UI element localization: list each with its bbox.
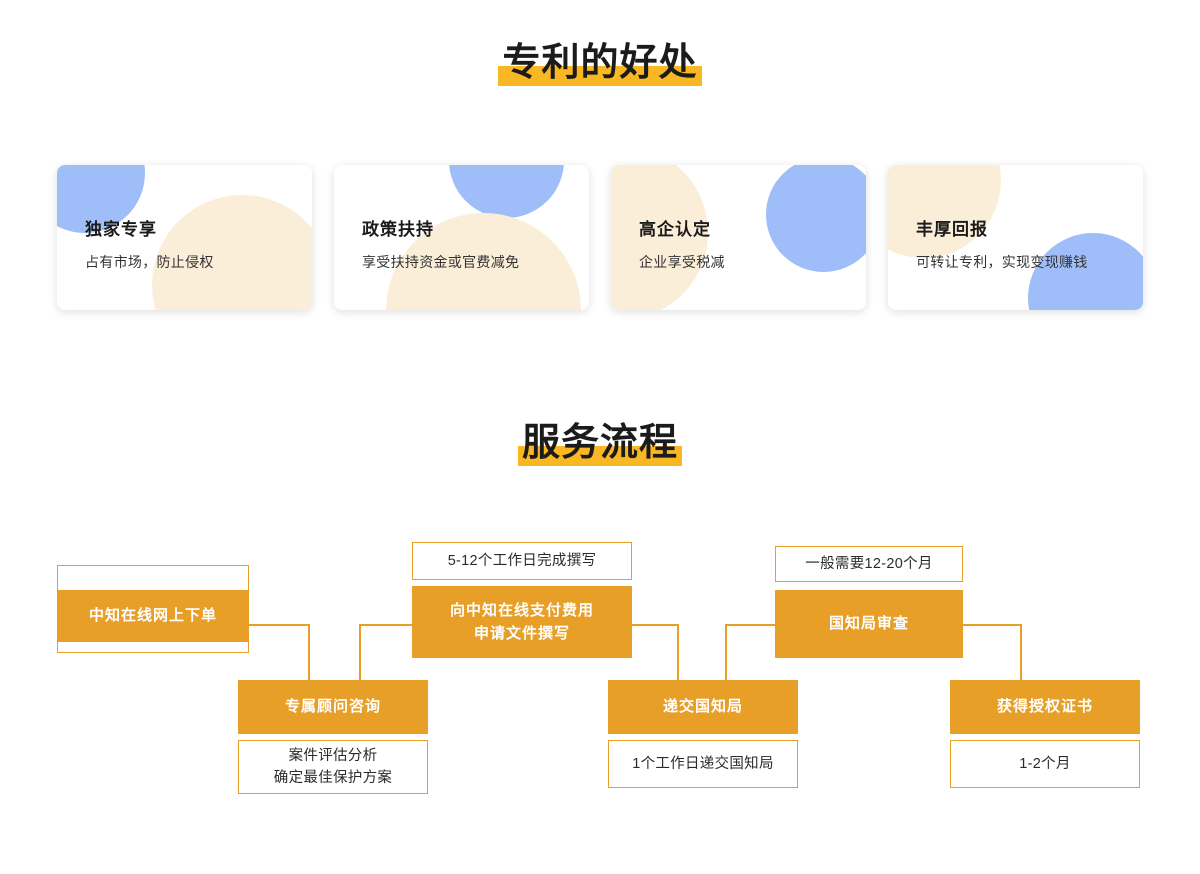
step-6-box[interactable]: 获得授权证书 — [950, 680, 1140, 734]
step-1-label: 中知在线网上下单 — [88, 607, 217, 625]
step-2-label: 专属顾问咨询 — [284, 698, 381, 716]
step-3-note: 5-12个工作日完成撰写 — [412, 542, 632, 580]
step-6-note: 1-2个月 — [950, 740, 1140, 788]
service-process-flowchart: 中知在线网上下单 专属顾问咨询 案件评估分析 确定最佳保护方案 5-12个工作日… — [0, 520, 1200, 820]
benefit-card-desc: 享受扶持资金或官费减免 — [362, 254, 520, 270]
decorative-blue-circle — [766, 165, 866, 272]
step-3-label-line1: 向中知在线支付费用 — [449, 601, 594, 619]
title-highlight-bar — [517, 446, 682, 466]
benefit-card-title: 政策扶持 — [362, 220, 434, 239]
benefit-card-1[interactable]: 独家专享 占有市场，防止侵权 — [57, 165, 312, 310]
step-2-note: 案件评估分析 确定最佳保护方案 — [238, 740, 428, 794]
step-2-note-line1: 案件评估分析 — [288, 747, 378, 764]
benefits-title-text: 专利的好处 — [502, 42, 698, 84]
connector-2-3 — [359, 624, 412, 685]
step-3-label-line2: 申请文件撰写 — [473, 625, 570, 642]
benefit-card-desc: 可转让专利，实现变现赚钱 — [916, 254, 1088, 270]
flow-connectors — [249, 624, 1022, 685]
benefit-card-title: 丰厚回报 — [916, 220, 988, 239]
connector-5-6 — [963, 624, 1022, 685]
step-2-note-line2: 确定最佳保护方案 — [273, 770, 393, 786]
step-3-box[interactable]: 向中知在线支付费用 申请文件撰写 — [412, 586, 632, 658]
benefit-card-desc: 企业享受税减 — [639, 254, 725, 270]
step-1-box[interactable]: 中知在线网上下单 — [57, 590, 249, 642]
title-highlight-bar — [498, 66, 702, 86]
connector-4-5 — [725, 624, 775, 685]
decorative-blue-circle — [449, 165, 564, 218]
benefit-card-2[interactable]: 政策扶持 享受扶持资金或官费减免 — [334, 165, 589, 310]
step-4-label: 递交国知局 — [662, 698, 743, 716]
process-title-text: 服务流程 — [521, 422, 678, 464]
step-5-note-text: 一般需要12-20个月 — [805, 555, 933, 572]
benefit-card-desc: 占有市场，防止侵权 — [85, 254, 214, 270]
connector-3-4 — [632, 624, 679, 685]
step-5-label: 国知局审查 — [828, 615, 909, 633]
benefit-card-4[interactable]: 丰厚回报 可转让专利，实现变现赚钱 — [888, 165, 1143, 310]
step-5-note: 一般需要12-20个月 — [775, 546, 963, 582]
step-5-box[interactable]: 国知局审查 — [775, 590, 963, 658]
step-6-note-text: 1-2个月 — [1019, 755, 1071, 772]
benefit-card-title: 高企认定 — [639, 220, 711, 239]
step-4-note-text: 1个工作日递交国知局 — [632, 755, 774, 772]
benefit-card-title: 独家专享 — [85, 220, 157, 239]
benefit-card-3[interactable]: 高企认定 企业享受税减 — [611, 165, 866, 310]
benefits-section-title: 专利的好处 — [0, 42, 1200, 86]
process-section-title: 服务流程 — [0, 422, 1200, 466]
step-2-box[interactable]: 专属顾问咨询 — [238, 680, 428, 734]
step-4-note: 1个工作日递交国知局 — [608, 740, 798, 788]
step-3-note-text: 5-12个工作日完成撰写 — [447, 552, 597, 569]
step-6-label: 获得授权证书 — [996, 698, 1093, 716]
benefit-card-list: 独家专享 占有市场，防止侵权 政策扶持 享受扶持资金或官费减免 高企认定 企业享… — [57, 165, 1143, 310]
step-4-box[interactable]: 递交国知局 — [608, 680, 798, 734]
connector-1-2 — [249, 624, 310, 685]
